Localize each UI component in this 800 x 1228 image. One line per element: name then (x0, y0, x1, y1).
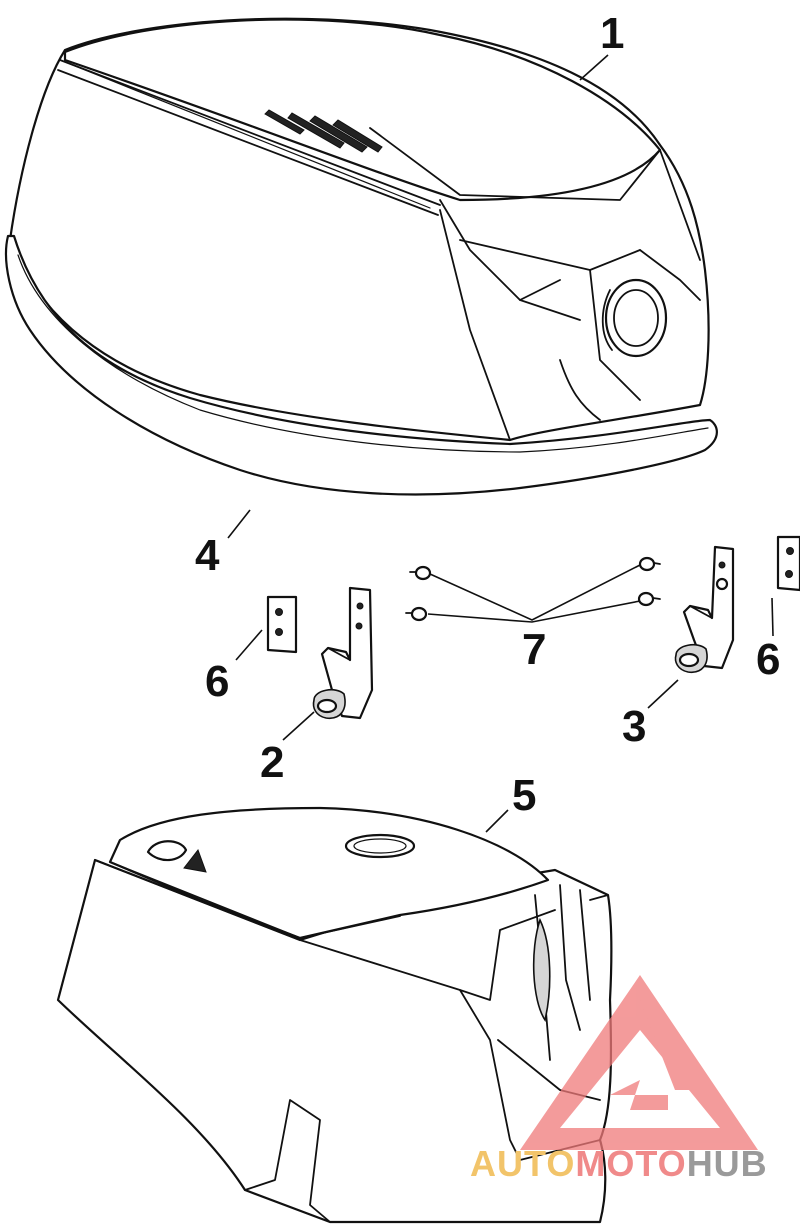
lower-cowl (56, 806, 613, 1224)
screw (405, 606, 428, 622)
leader-lines (227, 54, 774, 833)
bracket-plate-right (776, 535, 800, 592)
triangle-logo-icon (520, 975, 758, 1150)
callout-7: 7 (522, 625, 546, 674)
top-cowl (8, 17, 710, 442)
callout-6-right: 6 (756, 635, 780, 684)
screw (637, 591, 661, 607)
watermark-auto: AUTO (470, 1143, 575, 1184)
callout-1: 1 (600, 9, 624, 58)
callout-6-left: 6 (205, 657, 229, 706)
automotohub-watermark: AUTOMOTOHUB (470, 975, 768, 1184)
watermark-text: AUTOMOTOHUB (470, 1143, 768, 1184)
screw (409, 565, 432, 581)
callout-4: 4 (195, 531, 220, 580)
watermark-hub: HUB (687, 1143, 768, 1184)
watermark-moto: MOTO (575, 1143, 686, 1184)
latch-right (674, 545, 735, 674)
screw (638, 556, 661, 572)
latch-left (312, 586, 374, 720)
callout-5: 5 (512, 771, 536, 820)
callout-3: 3 (622, 702, 646, 751)
cowl-grip-hole (601, 278, 668, 358)
bracket-plate-left (266, 595, 298, 654)
vent-slots (264, 109, 383, 153)
callout-2: 2 (260, 738, 284, 787)
screws (405, 556, 661, 622)
cowl-seal (5, 234, 718, 496)
callout-numbers: 1 4 6 2 7 3 6 5 (195, 9, 780, 820)
